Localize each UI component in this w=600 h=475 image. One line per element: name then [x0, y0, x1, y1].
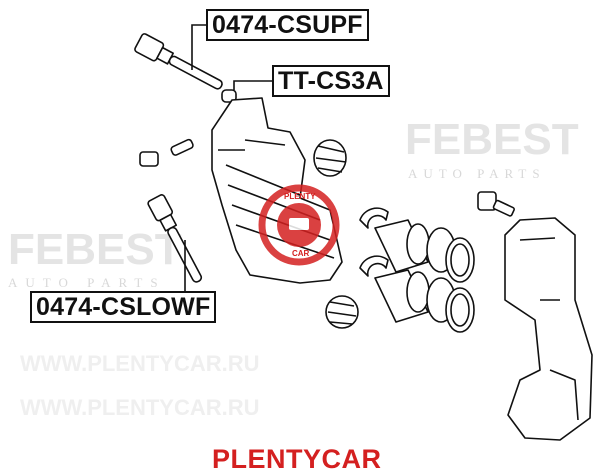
watermark-auto-parts-left: AUTO PARTS: [8, 275, 166, 290]
plentycar-stamp: [258, 184, 340, 266]
caliper-bracket: [504, 217, 593, 441]
watermark-febest-left: FEBEST: [8, 225, 182, 274]
dust-boot-lower: [325, 295, 359, 329]
bleeder-screw: [170, 138, 194, 156]
stamp-text-top: PLENTY: [284, 192, 316, 201]
watermark-site-1: WWW.PLENTYCAR.RU: [20, 351, 260, 376]
mounting-bolt: [477, 191, 515, 217]
watermark-auto-parts-right: AUTO PARTS: [408, 166, 546, 181]
footer-brand: PLENTYCAR: [212, 444, 382, 474]
piston-set-lower: [359, 255, 475, 333]
leader-pin-bushing: [233, 80, 272, 90]
pin-bushing: [221, 89, 237, 103]
dust-boot-upper: [313, 139, 347, 177]
watermark-febest-right: FEBEST: [405, 115, 579, 164]
stamp-text-bottom: CAR: [292, 249, 310, 258]
watermark-site-2: WWW.PLENTYCAR.RU: [20, 395, 260, 420]
bleeder-cap: [139, 151, 159, 167]
part-label-pin-bushing[interactable]: TT-CS3A: [272, 65, 390, 97]
part-label-lower-pin[interactable]: 0474-CSLOWF: [30, 291, 217, 323]
upper-slide-pin: [134, 33, 223, 90]
leader-upper-pin: [191, 24, 206, 70]
part-label-upper-pin[interactable]: 0474-CSUPF: [206, 9, 369, 41]
piston-set-upper: [359, 207, 475, 283]
lower-slide-pin: [147, 194, 203, 283]
